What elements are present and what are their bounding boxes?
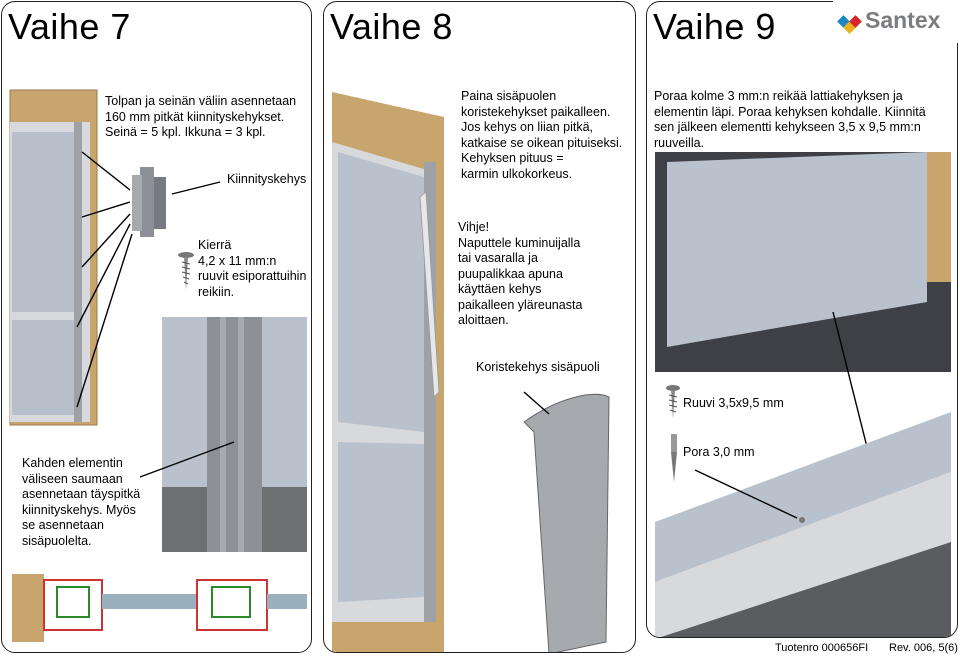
step-8-heading: Vaihe 8 [330, 6, 453, 47]
mounting-frame-label: Kiinnityskehys [227, 172, 307, 186]
step-9-panel: Vaihe 9 Poraa kolme 3 mm:n reikää lattia… [646, 1, 958, 638]
screw-size-label: Ruuvi 3,5x9,5 mm [683, 396, 784, 410]
step-9-intro: Poraa kolme 3 mm:n reikää lattiakehyksen… [654, 89, 926, 150]
drill-size-label: Pora 3,0 mm [683, 445, 755, 459]
revision: Rev. 006, 5(6) [889, 642, 958, 654]
brand-name: Santex [865, 7, 941, 33]
screw-icon [178, 252, 194, 290]
drill-bit-icon [671, 434, 677, 482]
screw-label: Kierrä 4,2 x 11 mm:n ruuvit esiporattuih… [198, 238, 307, 299]
step-9-heading: Vaihe 9 [653, 6, 776, 47]
step-9-illustration [655, 152, 951, 637]
step-7-intro: Tolpan ja seinän väliin asennetaan 160 m… [105, 94, 297, 139]
step-8-intro: Paina sisäpuolen koristekehykset paikall… [461, 89, 623, 181]
seam-note: Kahden elementin väliseen saumaan asenne… [22, 456, 141, 548]
profile-label: Koristekehys sisäpuoli [476, 360, 600, 374]
tip-note: Vihje! Naputtele kuminuijalla tai vasara… [458, 220, 583, 327]
screw-small-icon [666, 385, 680, 419]
step-8-panel: Vaihe 8 Paina sisäpuolen koristekehykset… [323, 1, 636, 653]
step-7-illustration [9, 89, 307, 642]
step-7-heading: Vaihe 7 [8, 6, 131, 47]
brand-logo: Santex [833, 1, 959, 43]
step-7-panel: Vaihe 7 Tolpan ja seinän väliin asenneta… [1, 1, 312, 653]
product-number: Tuotenro 000656FI [775, 642, 869, 654]
step-8-illustration [332, 92, 610, 652]
